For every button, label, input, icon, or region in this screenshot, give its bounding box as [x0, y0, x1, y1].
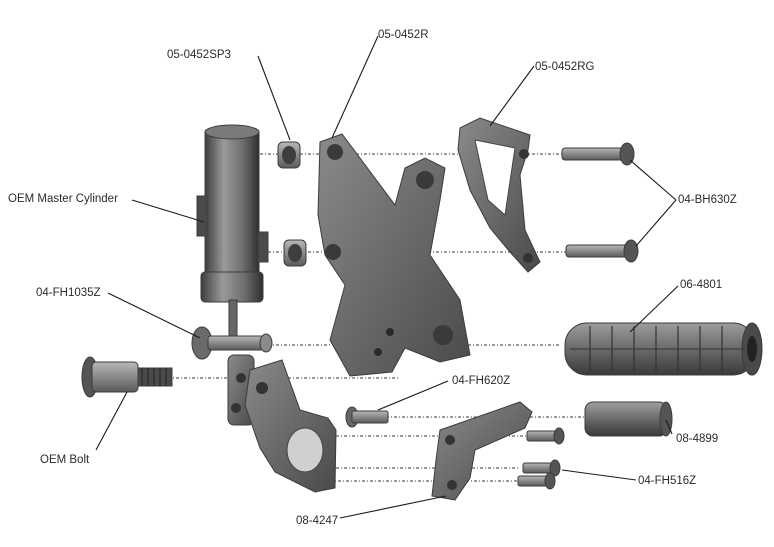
label-05-0452sp3: 05-0452SP3 — [167, 49, 231, 61]
label-master-cylinder: OEM Master Cylinder — [8, 193, 118, 205]
label-04-fh1035z: 04-FH1035Z — [36, 287, 101, 299]
button-head-bolt-upper — [561, 142, 635, 166]
clevis-part — [191, 326, 273, 360]
peg-spacer-part — [584, 401, 673, 437]
spacer-part-upper — [277, 141, 301, 169]
spacer-part-lower — [283, 239, 307, 267]
label-08-4247: 08-4247 — [296, 515, 338, 527]
screw-part-a — [526, 427, 565, 445]
label-04-fh620z: 04-FH620Z — [452, 375, 510, 387]
main-bracket-part — [317, 133, 471, 377]
flat-head-screw-part — [345, 406, 389, 428]
label-04-bh630z: 04-BH630Z — [678, 194, 737, 206]
label-04-fh516z: 04-FH516Z — [638, 475, 696, 487]
screw-part-b — [522, 459, 561, 477]
master-cylinder-part — [196, 124, 269, 341]
label-06-4801: 06-4801 — [680, 279, 722, 291]
pedal-body-part — [244, 359, 337, 493]
heel-guard-part — [457, 117, 541, 273]
label-08-4899: 08-4899 — [676, 433, 718, 445]
brake-lever-part — [431, 401, 533, 501]
label-05-0452rg: 05-0452RG — [535, 61, 595, 73]
oem-bolt-part — [81, 356, 173, 398]
foot-peg-part — [564, 322, 763, 376]
leader-lines — [95, 35, 679, 519]
label-oem-bolt: OEM Bolt — [40, 454, 90, 466]
screw-part-c — [517, 472, 556, 490]
button-head-bolt-lower — [565, 239, 639, 263]
label-05-0452r: 05-0452R — [378, 29, 429, 41]
